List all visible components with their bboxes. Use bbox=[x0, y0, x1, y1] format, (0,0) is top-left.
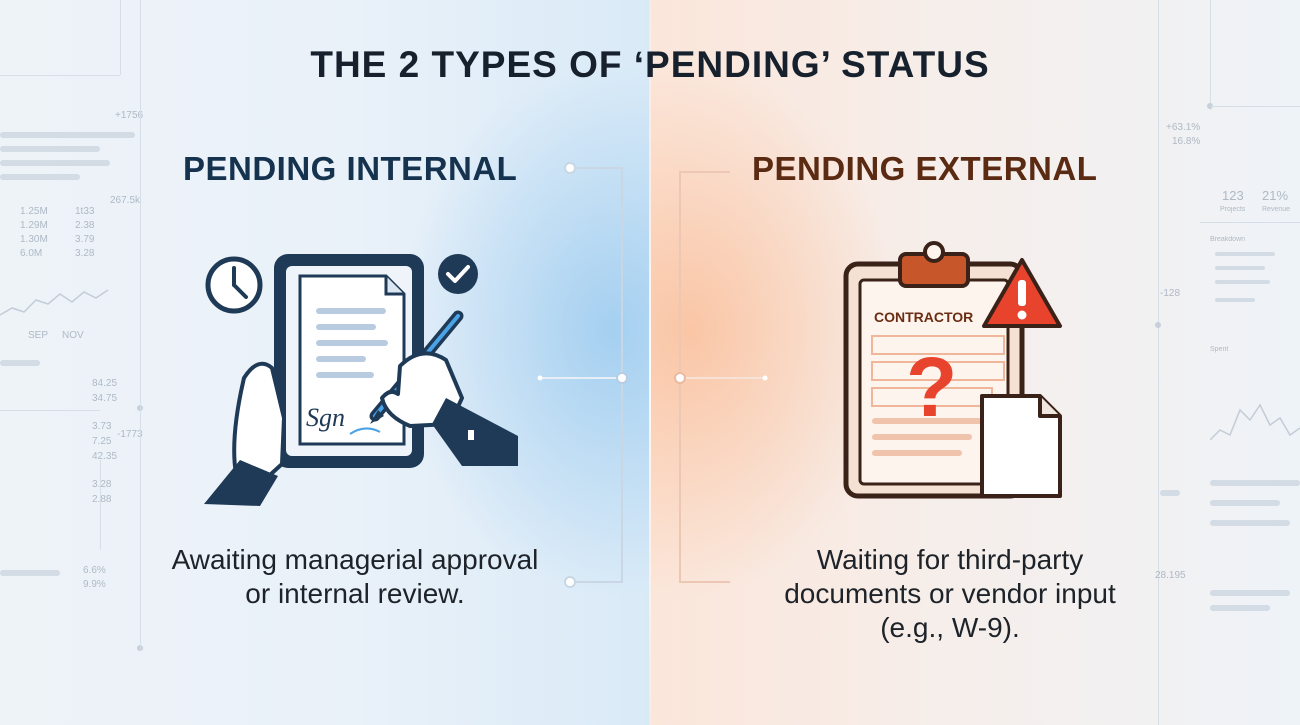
deco-stat: Breakdown bbox=[1210, 236, 1246, 243]
tablet-document-icon: Sgn bbox=[274, 254, 424, 468]
external-connector bbox=[674, 171, 768, 583]
deco-stat: 21% bbox=[1262, 188, 1289, 203]
deco-stat: 3.79 bbox=[75, 234, 95, 245]
deco-stat: 7.25 bbox=[92, 436, 112, 447]
clipboard-icon: CONTRACTOR bbox=[843, 241, 1025, 499]
deco-stat: +1756 bbox=[115, 110, 144, 121]
deco-stat: NOV bbox=[62, 330, 84, 341]
deco-stat: Spent bbox=[1210, 346, 1229, 353]
deco-stat: 1.29M bbox=[20, 220, 48, 231]
deco-stat: 267.5k bbox=[110, 195, 141, 206]
deco-stat: +63.1% bbox=[1166, 122, 1201, 133]
right-hand-icon bbox=[380, 351, 518, 466]
pending-internal-heading: PENDING INTERNAL bbox=[183, 150, 518, 187]
center-divider bbox=[649, 0, 651, 725]
clock-icon bbox=[205, 256, 263, 314]
deco-stat: Projects bbox=[1220, 206, 1246, 213]
deco-stat: 42.35 bbox=[92, 451, 118, 462]
pending-internal-description: Awaiting managerial approval or internal… bbox=[171, 544, 539, 609]
left-hand-icon bbox=[204, 361, 286, 506]
deco-stat: 3.73 bbox=[92, 421, 112, 432]
deco-stat: 3.28 bbox=[75, 248, 95, 259]
deco-stat: -128 bbox=[1160, 288, 1181, 299]
deco-stat: 1.30M bbox=[20, 234, 48, 245]
deco-stat: 34.75 bbox=[92, 393, 118, 404]
deco-stat: Revenue bbox=[1262, 206, 1291, 213]
warning-icon bbox=[982, 258, 1062, 328]
document-icon bbox=[980, 394, 1062, 498]
internal-connector bbox=[537, 162, 628, 588]
deco-stat: 1.25M bbox=[20, 206, 48, 217]
check-circle-icon bbox=[438, 254, 478, 294]
deco-stat: -1773 bbox=[117, 429, 143, 440]
page-title: THE 2 TYPES OF ‘PENDING’ STATUS bbox=[310, 44, 990, 85]
deco-stat: 16.8% bbox=[1172, 136, 1201, 147]
question-mark-icon: ? bbox=[906, 340, 957, 434]
clipboard-label: CONTRACTOR bbox=[874, 309, 973, 325]
deco-stat: 28.195 bbox=[1155, 570, 1186, 581]
deco-stat: 123 bbox=[1222, 188, 1244, 203]
deco-stat: 2.88 bbox=[92, 494, 112, 505]
deco-stat: 2.38 bbox=[75, 220, 95, 231]
svg-text:?: ? bbox=[906, 340, 957, 434]
deco-sparkline bbox=[0, 289, 109, 316]
external-illustration: CONTRACTOR ? bbox=[842, 240, 1072, 510]
signature: Sgn bbox=[306, 403, 345, 432]
deco-stat: 84.25 bbox=[92, 378, 118, 389]
deco-stat: SEP bbox=[28, 330, 49, 341]
pending-external-description: Waiting for third-party documents or ven… bbox=[784, 544, 1116, 643]
deco-sparkline bbox=[1210, 403, 1300, 441]
deco-stat: 6.6% bbox=[83, 565, 106, 576]
deco-stat: 6.0M bbox=[20, 248, 43, 259]
pending-external-heading: PENDING EXTERNAL bbox=[752, 150, 1098, 187]
deco-stat: 1t33 bbox=[75, 206, 95, 217]
internal-illustration: Sgn bbox=[200, 248, 530, 518]
deco-stat: 9.9% bbox=[83, 579, 106, 590]
deco-stat: 3.28 bbox=[92, 479, 112, 490]
